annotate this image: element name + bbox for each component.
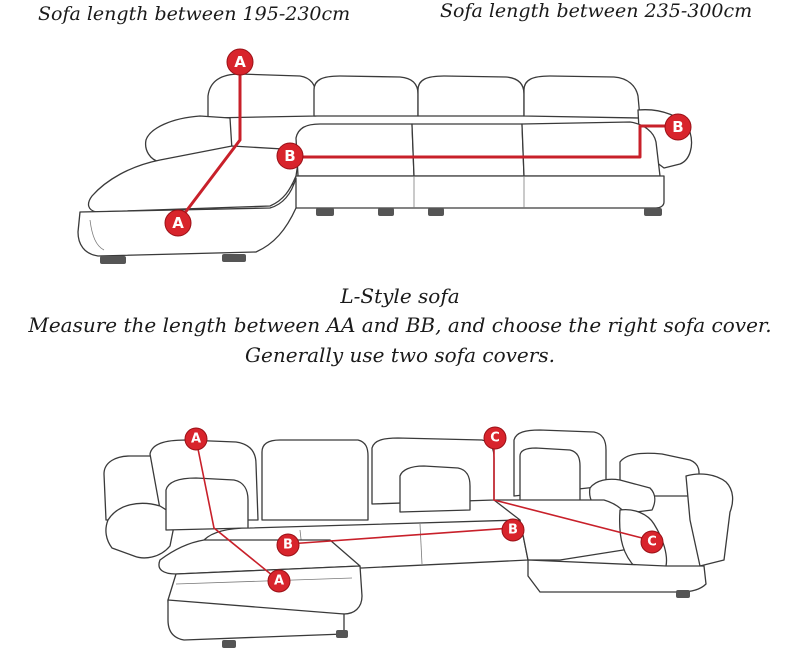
u-marker-a-top: A bbox=[184, 427, 208, 451]
marker-b-right: B bbox=[664, 113, 692, 141]
instruction-line-1: Measure the length between AA and BB, an… bbox=[28, 313, 772, 337]
instruction-line-2: Generally use two sofa covers. bbox=[245, 343, 555, 367]
svg-text:B: B bbox=[283, 538, 293, 553]
svg-text:A: A bbox=[172, 214, 184, 232]
marker-b-left: B bbox=[276, 142, 304, 170]
svg-text:B: B bbox=[672, 118, 683, 136]
sofa-type-caption: L-Style sofa bbox=[340, 284, 460, 308]
svg-text:A: A bbox=[191, 432, 201, 447]
u-marker-c-bottom: C bbox=[640, 530, 664, 554]
svg-text:C: C bbox=[647, 535, 657, 550]
u-marker-a-bottom: A bbox=[267, 569, 291, 593]
svg-text:A: A bbox=[234, 53, 246, 71]
marker-a-bottom: A bbox=[164, 209, 192, 237]
l-style-sofa-illustration bbox=[77, 73, 693, 264]
svg-text:C: C bbox=[490, 431, 500, 446]
u-marker-b-right: B bbox=[501, 518, 525, 542]
u-style-sofa-illustration bbox=[103, 429, 734, 648]
right-length-caption: Sofa length between 235-300cm bbox=[440, 0, 753, 22]
svg-text:A: A bbox=[274, 574, 284, 589]
u-marker-c-top: C bbox=[483, 426, 507, 450]
left-length-caption: Sofa length between 195-230cm bbox=[38, 3, 351, 25]
u-style-measure-lines bbox=[195, 438, 651, 581]
svg-text:B: B bbox=[284, 147, 295, 165]
svg-text:B: B bbox=[508, 523, 518, 538]
marker-a-top: A bbox=[226, 48, 254, 76]
u-marker-b-left: B bbox=[276, 533, 300, 557]
l-style-measure-lines bbox=[176, 60, 678, 224]
